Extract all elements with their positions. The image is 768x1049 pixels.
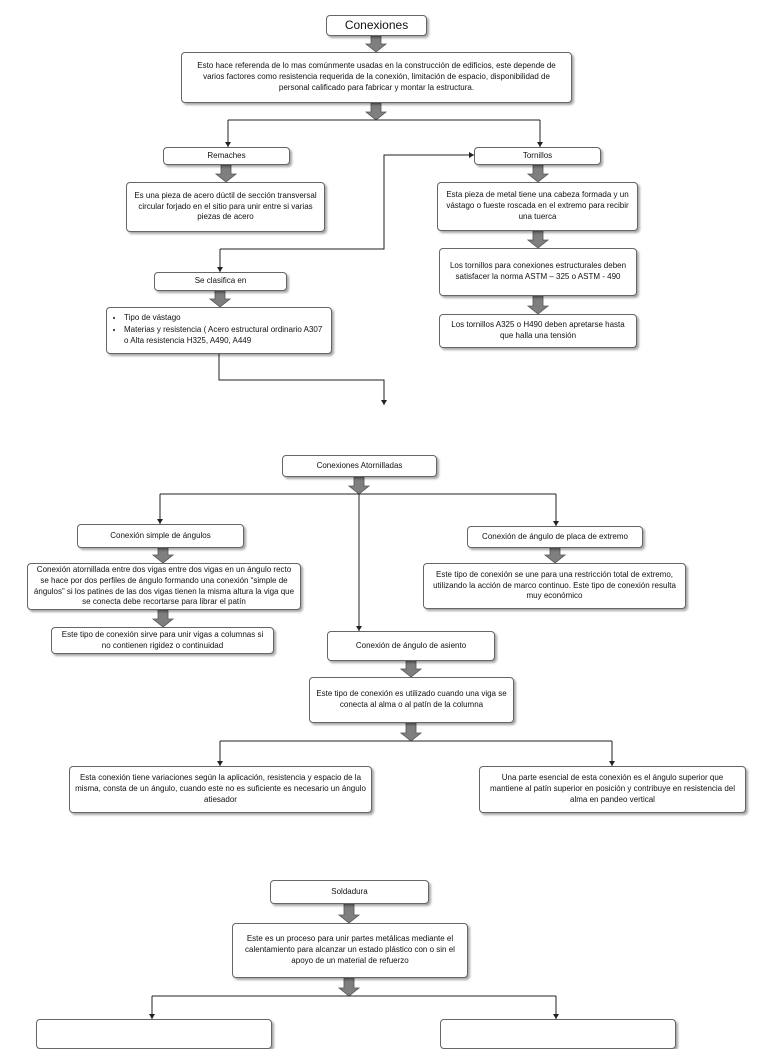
angulo-asiento-box: Conexión de ángulo de asiento [327, 631, 495, 661]
block-arrow [151, 547, 175, 564]
connector-line [220, 154, 474, 250]
arrowhead [609, 761, 615, 766]
angulo-asiento-label: Conexión de ángulo de asiento [355, 640, 467, 650]
connector-line [218, 354, 385, 405]
simple-angulos-uso-box: Este tipo de conexión sirve para unir vi… [51, 627, 274, 654]
se-clasifica-label: Se clasifica en [194, 276, 247, 286]
arrowhead [381, 400, 387, 405]
conexiones-title-box: Conexiones [326, 15, 427, 36]
tornillos-description-box: Esta pieza de metal tiene una cabeza for… [437, 182, 638, 231]
remaches-box: Remaches [163, 147, 290, 165]
block-arrow [399, 660, 423, 678]
conexiones-title: Conexiones [344, 18, 409, 33]
block-arrow [364, 35, 388, 53]
atornilladas-label: Conexiones Atornilladas [316, 460, 403, 470]
block-arrow [526, 164, 550, 183]
clasifica-item: Tipo de vástago [124, 313, 326, 324]
simple-angulos-uso: Este tipo de conexión sirve para unir vi… [61, 629, 264, 650]
block-arrow [347, 476, 371, 495]
soldadura-description: Este es un proceso para unir partes metá… [245, 934, 455, 965]
simple-angulos-label: Conexión simple de ángulos [110, 530, 211, 540]
tornillos-description: Esta pieza de metal tiene una cabeza for… [446, 190, 629, 221]
conexiones-description: Esto hace referenda de lo mas comúnmente… [197, 61, 556, 92]
simple-angulos-description: Conexión atornillada entre dos vigas ent… [33, 564, 295, 607]
remaches-description-box: Es una pieza de acero dúctil de sección … [126, 182, 325, 232]
tornillos-box: Tornillos [474, 147, 601, 165]
placa-extremo-box: Conexión de ángulo de placa de extremo [467, 526, 643, 548]
block-arrow [543, 547, 567, 564]
block-arrow [399, 722, 423, 742]
block-arrow [526, 295, 550, 315]
tornillos-norma-box: Los tornillos para conexiones estructura… [439, 248, 637, 296]
block-arrow [337, 903, 361, 924]
angulo-asiento-description: Este tipo de conexión es utilizado cuand… [316, 689, 507, 709]
block-arrow [526, 230, 550, 249]
arrowhead [217, 761, 223, 766]
block-arrow [337, 977, 361, 997]
arrowhead [469, 152, 474, 158]
remaches-description: Es una pieza de acero dúctil de sección … [134, 190, 317, 222]
angulo-superior-box: Una parte esencial de esta conexión es e… [479, 766, 746, 813]
clasifica-list: Tipo de vástago Materias y resistencia (… [112, 313, 326, 347]
angulo-asiento-description-box: Este tipo de conexión es utilizado cuand… [309, 677, 514, 723]
simple-angulos-box: Conexión simple de ángulos [77, 524, 244, 548]
connectors-layer [149, 35, 615, 1019]
block-arrow [151, 609, 175, 628]
tornillos-tension-box: Los tornillos A325 o H490 deben apretars… [439, 314, 637, 348]
simple-angulos-description-box: Conexión atornillada entre dos vigas ent… [27, 563, 301, 610]
remaches-label: Remaches [207, 150, 246, 160]
arrowhead [553, 1014, 559, 1019]
placa-extremo-label: Conexión de ángulo de placa de extremo [482, 531, 628, 541]
clasifica-item: Materias y resistencia ( Acero estructur… [124, 325, 326, 347]
block-arrow [364, 102, 388, 121]
arrowhead [149, 1014, 155, 1019]
soldadura-label: Soldadura [331, 886, 368, 896]
variaciones-text: Esta conexión tiene variaciones según la… [75, 773, 366, 804]
se-clasifica-box: Se clasifica en [154, 272, 287, 291]
soldadura-box: Soldadura [270, 880, 429, 904]
atornilladas-box: Conexiones Atornilladas [282, 455, 437, 477]
arrowhead [225, 142, 231, 147]
arrowhead [217, 267, 223, 272]
block-arrow [214, 164, 238, 183]
angulo-superior-text: Una parte esencial de esta conexión es e… [489, 773, 736, 804]
tornillos-tension: Los tornillos A325 o H490 deben apretars… [451, 320, 625, 340]
tornillos-label: Tornillos [522, 150, 553, 160]
arrowhead [553, 521, 559, 526]
placa-extremo-description: Este tipo de conexión se une para una re… [433, 569, 676, 601]
block-arrow [208, 290, 232, 308]
conexiones-description-box: Esto hace referenda de lo mas comúnmente… [181, 52, 572, 103]
soldadura-description-box: Este es un proceso para unir partes metá… [232, 923, 468, 978]
arrowhead [356, 626, 362, 631]
variaciones-box: Esta conexión tiene variaciones según la… [69, 766, 372, 813]
arrowhead [537, 142, 543, 147]
clasifica-list-box: Tipo de vástago Materias y resistencia (… [106, 307, 332, 354]
placa-extremo-description-box: Este tipo de conexión se une para una re… [423, 563, 686, 609]
tornillos-norma: Los tornillos para conexiones estructura… [449, 261, 627, 281]
arrowhead [157, 519, 163, 524]
